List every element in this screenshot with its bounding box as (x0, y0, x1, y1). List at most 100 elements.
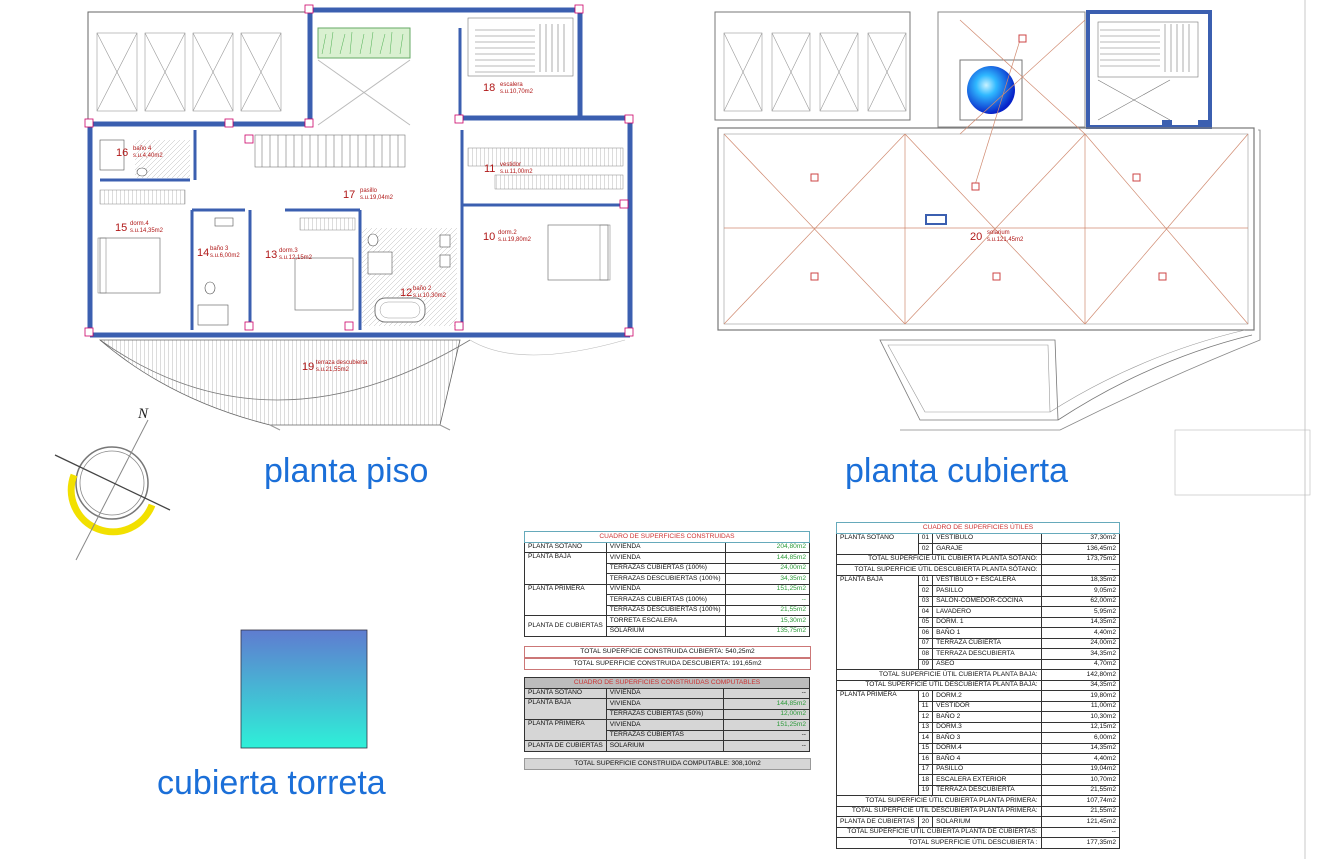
svg-text:pasillo: pasillo (360, 188, 378, 194)
table-cell: SOLARIUM (605, 625, 727, 637)
table-cell: ESCALERA EXTERIOR (932, 774, 1042, 786)
plan-floor (84, 4, 634, 431)
svg-text:13: 13 (265, 249, 277, 261)
table-cell: PLANTA DE CUBIERTAS (524, 740, 607, 752)
table-cell: PLANTA DE CUBIERTAS (836, 816, 919, 828)
svg-text:s.u.14,35m2: s.u.14,35m2 (130, 228, 164, 234)
table-cell: 02 (917, 585, 934, 597)
table-cell: 12,15m2 (1040, 721, 1121, 733)
table-cell: PLANTA SÓTANO (836, 532, 919, 555)
north-arrow (54, 419, 171, 561)
table-cell: PASILLO (932, 763, 1042, 775)
table-cell: 34,35m2 (725, 573, 810, 585)
table-cell: PLANTA BAJA (836, 574, 919, 670)
table-cell: 05 (917, 616, 934, 628)
table-total-value: -- (1040, 826, 1121, 838)
table-total-label: TOTAL SUPERFICIE ÚTIL DESCUBIERTA PLANTA… (836, 805, 1042, 817)
table-cell: 10 (917, 690, 934, 702)
table-cell: PLANTA PRIMERA (524, 583, 607, 616)
svg-text:11: 11 (484, 163, 495, 175)
table-title: CUADRO DE SUPERFICIES ÚTILES (836, 522, 1120, 534)
table-cell: 01 (917, 532, 934, 544)
svg-text:10: 10 (483, 231, 495, 243)
table-cell: DORM.3 (932, 721, 1042, 733)
svg-text:baño 2: baño 2 (413, 286, 432, 292)
table-cell: 21,55m2 (1040, 784, 1121, 796)
table-total-label: TOTAL SUPERFICIE ÚTIL CUBIERTA PLANTA PR… (836, 795, 1042, 807)
svg-text:vestidor: vestidor (500, 162, 521, 168)
table-cell: 03 (917, 595, 934, 607)
table-superficies-computables: CUADRO DE SUPERFICIES CONSTRUIDAS COMPUT… (524, 677, 810, 752)
table-cell: 136,45m2 (1040, 543, 1121, 555)
table-total-label: TOTAL SUPERFICIE ÚTIL CUBIERTA PLANTA SÓ… (836, 553, 1042, 565)
svg-text:baño 4: baño 4 (133, 146, 152, 152)
table-cell: TERRAZAS CUBIERTAS (100%) (605, 594, 727, 606)
svg-text:15: 15 (115, 222, 127, 234)
table-superficies-utiles: CUADRO DE SUPERFICIES ÚTILES PLANTA SÓTA… (836, 522, 1121, 849)
svg-text:s.u.11,00m2: s.u.11,00m2 (500, 169, 533, 175)
table-cell: VIVIENDA (605, 583, 727, 595)
table-cell: 19 (917, 784, 934, 796)
table-cell: 12 (917, 711, 934, 723)
table-cell: 9,05m2 (1040, 585, 1121, 597)
svg-text:s.u.12,15m2: s.u.12,15m2 (279, 255, 313, 261)
table-total-label: TOTAL SUPERFICIE ÚTIL DESCUBIERTA PLANTA… (836, 679, 1042, 691)
table-cell: 135,75m2 (725, 625, 810, 637)
svg-text:dorm.2: dorm.2 (498, 230, 517, 236)
svg-text:s.u.19,80m2: s.u.19,80m2 (498, 237, 532, 243)
table-cell: 14,35m2 (1040, 742, 1121, 754)
table-cell: 17 (917, 763, 934, 775)
table-cell: TERRAZAS CUBIERTAS (605, 729, 725, 741)
table-cell: TORRETA ESCALERA (605, 615, 727, 627)
table-cell: VIVIENDA (605, 552, 727, 564)
table-cell: DORM. 1 (932, 616, 1042, 628)
title-cubierta-torreta: cubierta torreta (157, 764, 386, 802)
table-cell: 24,00m2 (725, 562, 810, 574)
table-cell: 11,00m2 (1040, 700, 1121, 712)
table-cell: 09 (917, 658, 934, 670)
table-cell: 4,40m2 (1040, 627, 1121, 639)
table-cell: VIVIENDA (605, 541, 727, 553)
north-label: N (137, 406, 149, 422)
table-cell: VESTÍBULO (932, 532, 1042, 544)
table-cell: 02 (917, 543, 934, 555)
svg-text:solarium: solarium (987, 230, 1010, 236)
table-total-value: 107,74m2 (1040, 795, 1121, 807)
table-cell: PLANTA BAJA (524, 698, 607, 720)
table-cell: 16 (917, 753, 934, 765)
table-cell: VESTIDOR (932, 700, 1042, 712)
table-cell: 151,25m2 (725, 583, 810, 595)
svg-text:dorm.4: dorm.4 (130, 221, 149, 227)
table-cell: 01 (917, 574, 934, 586)
table-cell: 21,55m2 (725, 604, 810, 616)
svg-text:18: 18 (483, 82, 495, 94)
table-cell: -- (723, 687, 810, 699)
table-cell: 15,30m2 (725, 615, 810, 627)
table-cell: VIVIENDA (605, 687, 725, 699)
svg-text:14: 14 (197, 247, 209, 259)
svg-text:s.u.4,40m2: s.u.4,40m2 (133, 153, 163, 159)
table-cell: 24,00m2 (1040, 637, 1121, 649)
plan-roof (714, 10, 1311, 496)
table-cell: 14,35m2 (1040, 616, 1121, 628)
svg-text:s.u.121,45m2: s.u.121,45m2 (987, 237, 1024, 243)
table-cell: -- (723, 729, 810, 741)
svg-text:escalera: escalera (500, 82, 523, 88)
table-total-label: TOTAL SUPERFICIE ÚTIL DESCUBIERTA : (836, 837, 1042, 849)
table-cell: VESTÍBULO + ESCALERA (932, 574, 1042, 586)
table-title: CUADRO DE SUPERFICIES CONSTRUIDAS (524, 531, 810, 543)
table-cell: 19,04m2 (1040, 763, 1121, 775)
table-cell: 18,35m2 (1040, 574, 1121, 586)
table-total-value: 177,35m2 (1040, 837, 1121, 849)
svg-text:12: 12 (400, 287, 412, 299)
table-cell: 18 (917, 774, 934, 786)
table-cell: BAÑO 2 (932, 711, 1042, 723)
table-cell: DORM.2 (932, 690, 1042, 702)
table-total-value: 142,80m2 (1040, 669, 1121, 681)
table-cell: TERRAZAS DESCUBIERTAS (100%) (605, 573, 727, 585)
table-total-value: -- (1040, 564, 1121, 576)
svg-text:19: 19 (302, 361, 314, 373)
table-cell: 08 (917, 648, 934, 660)
table-cell: BAÑO 3 (932, 732, 1042, 744)
table-cell: 121,45m2 (1040, 816, 1121, 828)
